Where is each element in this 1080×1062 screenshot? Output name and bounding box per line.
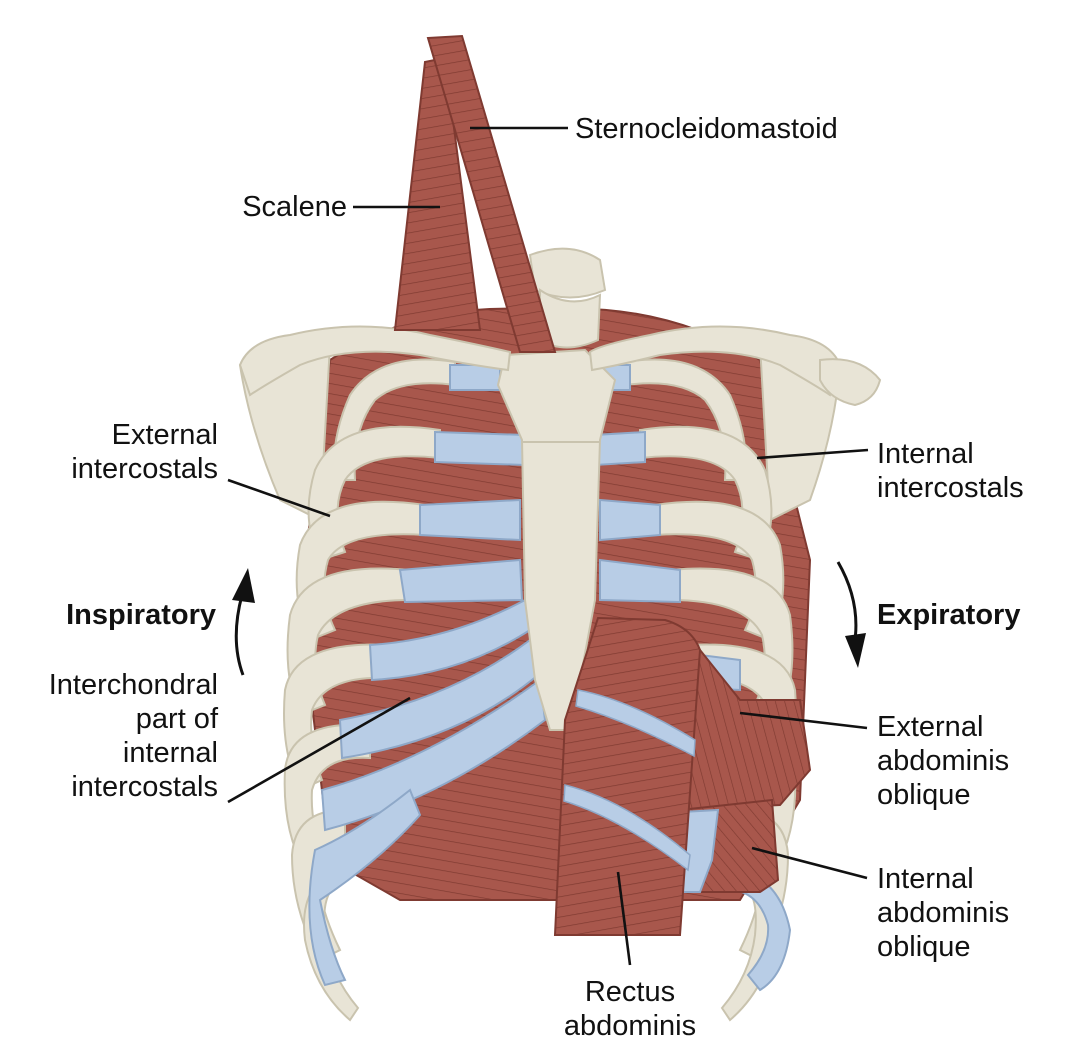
label-external-abdominis-oblique: External abdominis oblique (877, 711, 1010, 811)
clavicle-left (238, 325, 512, 397)
internal-oblique-muscle (679, 798, 780, 893)
label-inspiratory: Inspiratory (66, 599, 216, 631)
vertebra (528, 247, 607, 349)
label-sternocleidomastoid: Sternocleidomastoid (575, 113, 838, 145)
expiratory-arrow-icon (836, 561, 866, 668)
costal-cartilage-left (308, 364, 547, 987)
label-scalene: Scalene (242, 191, 347, 223)
label-expiratory: Expiratory (877, 599, 1021, 631)
label-rectus-abdominis: Rectus abdominis (563, 976, 697, 1042)
label-internal-intercostals: Internal intercostals (877, 438, 1024, 504)
clavicle-right (588, 325, 882, 407)
rectus-abdominis-muscle (553, 616, 702, 936)
label-internal-abdominis-oblique: Internal abdominis oblique (877, 863, 1010, 963)
label-interchondral: Interchondral part of internal intercost… (48, 669, 218, 803)
sternocleidomastoid-muscle (426, 34, 557, 353)
leader-lines (227, 126, 869, 966)
label-external-intercostals: External intercostals (71, 419, 218, 485)
inspiratory-arrow-icon (232, 568, 255, 676)
